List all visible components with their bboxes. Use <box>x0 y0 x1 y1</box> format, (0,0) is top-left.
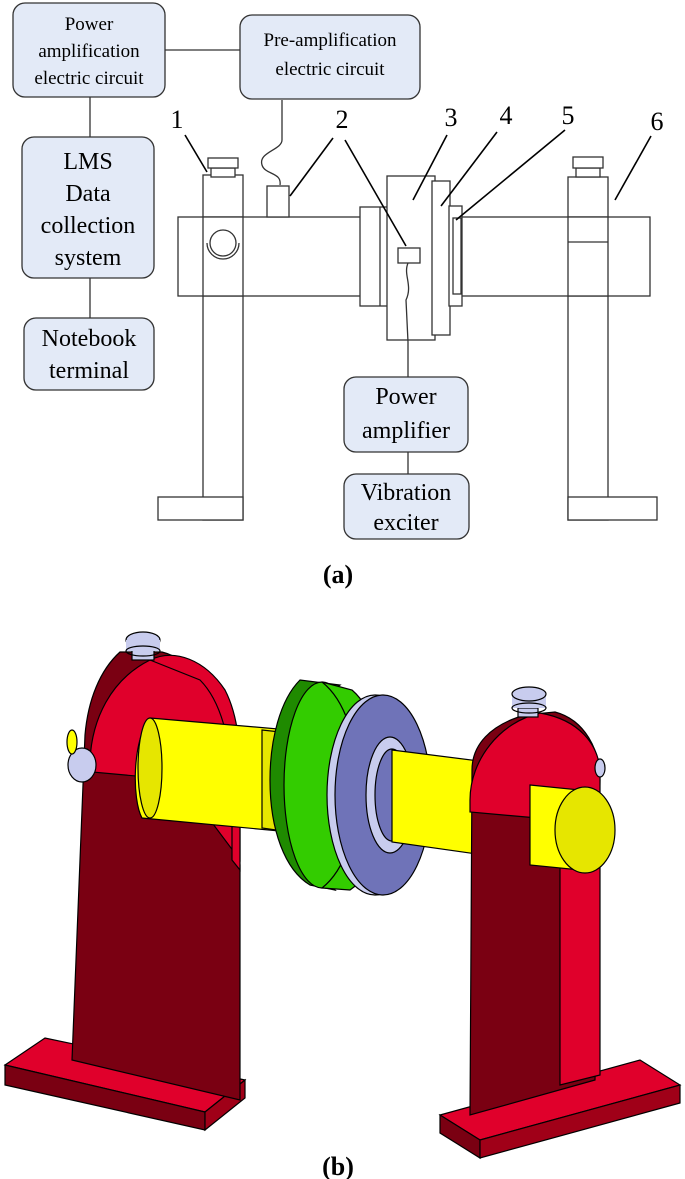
leader-lines <box>184 129 652 247</box>
pre-amplification-circuit-box: Pre-amplification electric circuit <box>239 14 421 100</box>
power-amplifier-box: Power amplifier <box>343 376 469 453</box>
part-number-1: 1 <box>171 105 184 134</box>
part-number-6: 6 <box>651 107 664 136</box>
leader-4 <box>440 131 498 207</box>
displacement-sensor <box>266 185 290 218</box>
lms-line-3: collection <box>41 213 136 239</box>
power-amplification-circuit-box: Power amplification electric circuit <box>12 2 166 98</box>
rotor-cable <box>405 262 410 343</box>
notebook-line-2: terminal <box>49 358 129 384</box>
part-numbers: 1 2 3 4 5 6 <box>171 101 664 136</box>
vibration-exciter-box: Vibration exciter <box>343 473 470 540</box>
leader-1 <box>184 134 208 173</box>
power-amplifier-line-1: Power <box>375 384 436 410</box>
shaft-3d <box>134 717 291 833</box>
part-number-4: 4 <box>500 101 513 130</box>
lms-line-4: system <box>55 245 122 271</box>
right-top-bolt-head <box>511 686 547 702</box>
part-number-5: 5 <box>562 101 575 130</box>
shaft-end-cap <box>554 786 616 874</box>
power-amp-line-2: amplification <box>38 41 140 62</box>
left-support-foot <box>157 496 244 521</box>
power-amp-line-1: Power <box>65 14 114 35</box>
leader-3 <box>412 134 448 201</box>
left-bolt-head <box>207 157 239 169</box>
left-bearing-circle <box>209 229 237 257</box>
left-bolt-shank <box>210 167 236 178</box>
power-amplifier-line-2: amplifier <box>362 418 450 444</box>
lock-nut-inner <box>452 217 462 295</box>
right-support-3d <box>438 686 682 1160</box>
panel-a-label: (a) <box>323 560 353 589</box>
right-support-foot <box>567 496 658 521</box>
rotor-hub-left <box>359 206 389 307</box>
right-bolt-head <box>572 156 604 169</box>
lms-line-1: LMS <box>63 149 112 175</box>
pre-amp-line-2: electric circuit <box>275 59 385 80</box>
rotor-sensor <box>397 247 421 264</box>
panel-b-3d-model <box>3 631 682 1160</box>
lms-line-2: Data <box>65 181 111 207</box>
leader-6 <box>614 135 652 201</box>
panel-b-label: (b) <box>322 1152 354 1179</box>
panel-a-schematic <box>89 49 658 521</box>
left-support-3d <box>3 631 247 1132</box>
left-side-bolt <box>67 747 97 783</box>
notebook-line-1: Notebook <box>42 326 137 352</box>
right-side-bolt <box>594 758 606 778</box>
block-boxes: Power amplification electric circuit Pre… <box>12 2 470 540</box>
rotor-disc-4 <box>431 180 451 336</box>
sensor-cable <box>261 100 283 186</box>
part-number-2: 2 <box>336 105 349 134</box>
pre-amp-line-1: Pre-amplification <box>264 30 397 51</box>
part-number-3: 3 <box>445 103 458 132</box>
leader-5 <box>455 129 566 221</box>
right-bearing-block <box>567 216 609 297</box>
leader-2a <box>289 137 334 197</box>
vibration-exciter-line-1: Vibration <box>361 480 452 506</box>
notebook-terminal-box: Notebook terminal <box>23 317 155 391</box>
leader-2b <box>344 139 407 247</box>
right-bolt-shank <box>575 167 601 178</box>
vibration-exciter-line-2: exciter <box>373 510 438 536</box>
power-amp-line-3: electric circuit <box>34 68 144 89</box>
lms-data-collection-box: LMS Data collection system <box>21 136 155 279</box>
